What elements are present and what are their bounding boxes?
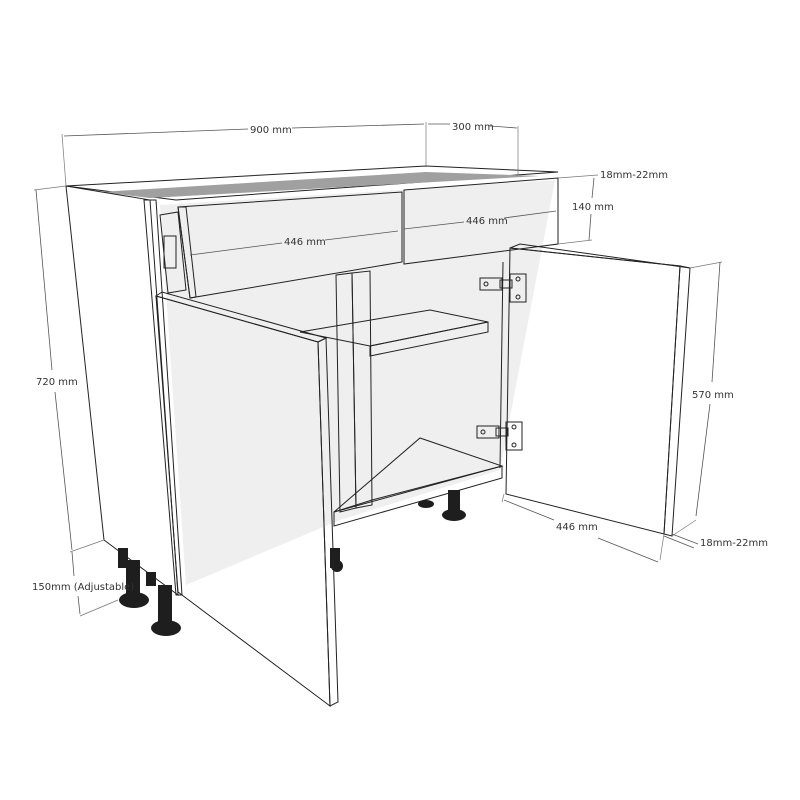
center-divider-shade (351, 270, 373, 509)
carcass (65, 165, 559, 597)
door-right-edge (663, 265, 691, 537)
dim-leg-height-label: 150mm (Adjustable) (32, 582, 134, 593)
right-side-edge (499, 261, 504, 469)
door-left-front-edge (317, 337, 339, 707)
dim-drawer-right-width-label: 446 mm (466, 216, 508, 227)
dim-width-label: 900 mm (250, 125, 292, 136)
legs (118, 490, 466, 636)
leg-back-left (118, 548, 156, 586)
dim-door-height-label: 570 mm (692, 390, 734, 401)
dim-door-thickness-top-label: 18mm-22mm (600, 170, 668, 181)
leg-front-left-1 (119, 560, 149, 608)
left-side-panel (65, 185, 179, 597)
dim-door-thickness-bottom-label: 18mm-22mm (700, 538, 768, 549)
dim-drawer-left-width-label: 446 mm (284, 237, 326, 248)
leg-right-back (418, 500, 434, 508)
dimension-lines (33, 122, 723, 617)
back-panel (160, 180, 555, 585)
leg-center (330, 548, 343, 572)
dim-drawer-height-label: 140 mm (572, 202, 614, 213)
dim-depth-label: 300 mm (452, 122, 494, 133)
drawer-runner-slot (163, 235, 177, 269)
carcass-floor-front (333, 465, 503, 527)
door-left[interactable] (154, 291, 339, 708)
top-rail-shade (100, 172, 540, 198)
drawer-runner (159, 211, 187, 294)
hinge-top (479, 273, 527, 303)
leg-right-rear (442, 490, 466, 521)
dim-door-width-label: 446 mm (556, 522, 598, 533)
drawer-left-edge (177, 206, 197, 299)
leg-front-left-2 (151, 585, 181, 636)
drawer-left[interactable] (177, 191, 403, 299)
hinge-bottom (476, 421, 523, 451)
shelf-front-edge (369, 321, 489, 357)
dim-carcass-height-label: 720 mm (36, 377, 78, 388)
